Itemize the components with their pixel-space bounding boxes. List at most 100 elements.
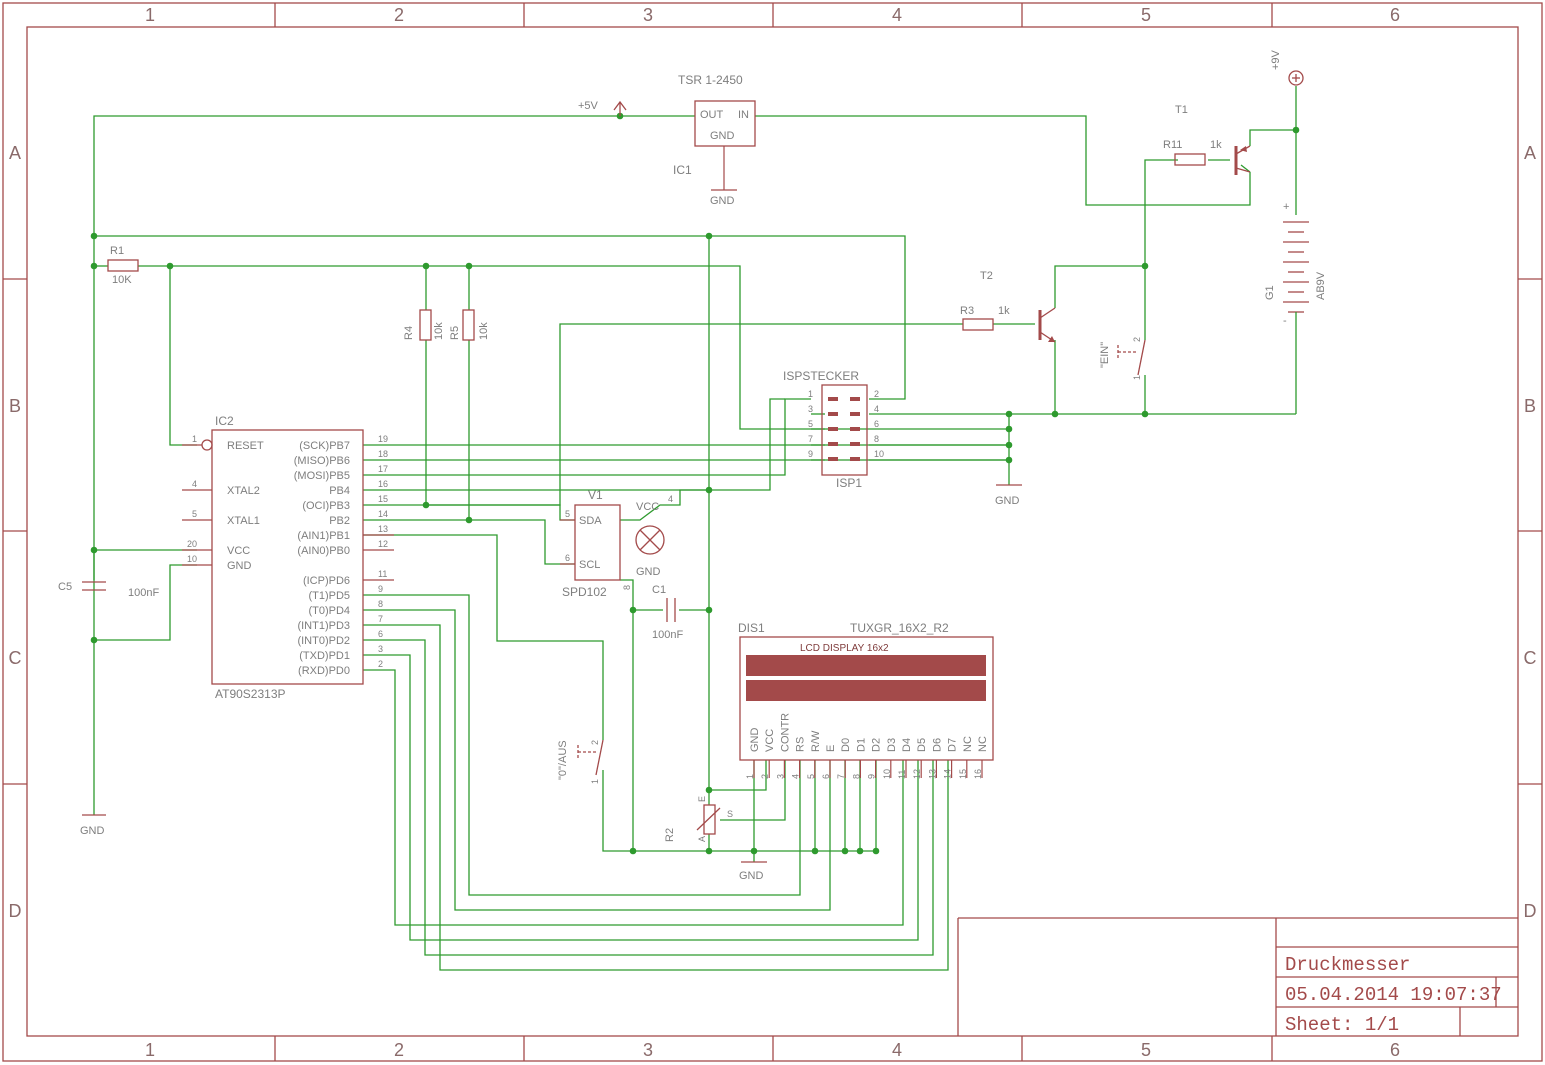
- svg-text:7: 7: [378, 614, 383, 624]
- svg-text:GND: GND: [80, 825, 105, 837]
- ic1-regulator: OUT IN GND TSR 1-2450 IC1 GND: [673, 73, 756, 207]
- svg-text:SDA: SDA: [579, 515, 602, 527]
- svg-text:R5: R5: [449, 326, 461, 340]
- svg-text:4: 4: [874, 404, 879, 414]
- svg-text:7: 7: [808, 434, 813, 444]
- r2-potentiometer: E S A R2 GND: [664, 796, 767, 882]
- lcd-pin-number: 5: [806, 774, 816, 779]
- svg-text:3: 3: [808, 404, 813, 414]
- svg-text:8: 8: [874, 434, 879, 444]
- svg-text:T2: T2: [980, 270, 993, 282]
- svg-text:3: 3: [378, 644, 383, 654]
- col-label: 5: [1141, 5, 1151, 25]
- t1-transistor: T1: [1175, 104, 1251, 175]
- svg-text:2: 2: [378, 659, 383, 669]
- svg-text:(INT1)PD3: (INT1)PD3: [297, 620, 350, 632]
- svg-text:13: 13: [378, 524, 388, 534]
- ic1-name: IC1: [673, 163, 692, 177]
- svg-text:GND: GND: [227, 560, 252, 572]
- lcd-row-2: [746, 680, 986, 701]
- drawing-title: Druckmesser: [1285, 954, 1410, 976]
- switch-aus: "0"/AUS 2 1: [557, 739, 604, 784]
- r5-resistor: R5 10k: [449, 309, 490, 341]
- lcd-pin-number: 3: [775, 774, 785, 779]
- r11-resistor: R11 1k: [1163, 139, 1222, 166]
- svg-text:11: 11: [378, 569, 387, 579]
- isp-value: ISPSTECKER: [783, 369, 859, 383]
- t2-transistor: T2: [980, 270, 1056, 343]
- lcd-pin-label: D6: [931, 738, 943, 752]
- svg-text:1k: 1k: [1210, 139, 1222, 151]
- svg-text:GND: GND: [710, 195, 735, 207]
- svg-text:6: 6: [565, 553, 570, 563]
- svg-text:"0"/AUS: "0"/AUS: [557, 740, 569, 780]
- svg-text:10: 10: [874, 449, 884, 459]
- lcd-pin-label: D4: [901, 738, 913, 752]
- lcd-pin-label: D2: [871, 738, 883, 752]
- col-label: 3: [643, 5, 653, 25]
- svg-text:4: 4: [668, 494, 673, 504]
- svg-text:G1: G1: [1264, 285, 1276, 300]
- svg-text:VCC: VCC: [636, 501, 659, 513]
- lcd-pin-label: NC: [962, 736, 974, 752]
- ic2-left-pins: 1 RESET 4 XTAL2 5 XTAL1 20 VCC 10 GND: [187, 434, 264, 572]
- lcd-pin-label: CONTR: [779, 713, 791, 752]
- ic2-name: IC2: [215, 414, 234, 428]
- svg-text:15: 15: [378, 494, 388, 504]
- column-labels-top: 1 2 3 4 5 6: [145, 5, 1400, 25]
- svg-text:A: A: [697, 836, 707, 842]
- svg-text:OUT: OUT: [700, 109, 724, 121]
- wires: [93, 86, 1297, 971]
- svg-text:"EIN": "EIN": [1099, 342, 1111, 368]
- svg-text:XTAL2: XTAL2: [227, 485, 260, 497]
- row-label: B: [9, 396, 21, 416]
- svg-text:5: 5: [565, 509, 570, 519]
- ic2-value: AT90S2313P: [215, 687, 286, 701]
- svg-text:6: 6: [378, 629, 383, 639]
- svg-text:16: 16: [378, 479, 388, 489]
- svg-text:1: 1: [192, 434, 197, 444]
- svg-text:LCD DISPLAY 16x2: LCD DISPLAY 16x2: [800, 643, 889, 654]
- svg-text:SCL: SCL: [579, 559, 600, 571]
- svg-text:AB9V: AB9V: [1315, 271, 1327, 300]
- row-labels-left: A B C D: [9, 143, 22, 921]
- svg-text:S: S: [727, 809, 733, 819]
- col-label: 6: [1390, 1040, 1400, 1060]
- column-labels-bottom: 1 2 3 4 5 6: [145, 1040, 1400, 1060]
- lcd-pin-label: RS: [795, 737, 807, 752]
- svg-text:(OCI)PB3: (OCI)PB3: [302, 500, 350, 512]
- svg-text:10k: 10k: [478, 322, 490, 340]
- col-label: 3: [643, 1040, 653, 1060]
- svg-text:10k: 10k: [433, 322, 445, 340]
- svg-text:T1: T1: [1175, 104, 1188, 116]
- svg-text:4: 4: [192, 479, 197, 489]
- lcd-pin-label: VCC: [764, 729, 776, 752]
- svg-text:1: 1: [808, 389, 813, 399]
- svg-text:GND: GND: [739, 870, 764, 882]
- svg-text:(MISO)PB6: (MISO)PB6: [294, 455, 350, 467]
- col-label: 2: [394, 1040, 404, 1060]
- svg-text:5: 5: [808, 419, 813, 429]
- col-label: 4: [892, 5, 902, 25]
- svg-text:RESET: RESET: [227, 440, 264, 452]
- svg-text:GND: GND: [636, 566, 661, 578]
- ic2-right-pins: (SCK)PB7 19 (MISO)PB6 18 (MOSI)PB5 17 PB…: [294, 434, 394, 677]
- v1-sensor: V1 SPD102 SDA SCL VCC GND 5 6 4 8: [560, 488, 673, 599]
- lcd-pin-label: D1: [855, 738, 867, 752]
- col-label: 1: [145, 1040, 155, 1060]
- lcd-pin-label: E: [825, 745, 837, 752]
- plus5v-supply: +5V: [578, 100, 627, 116]
- svg-text:1: 1: [1132, 375, 1142, 380]
- svg-text:(AIN0)PB0: (AIN0)PB0: [297, 545, 350, 557]
- row-label: D: [9, 901, 22, 921]
- plus9v-supply: +9V: [1270, 49, 1304, 86]
- lcd-name: DIS1: [738, 621, 765, 635]
- col-label: 4: [892, 1040, 902, 1060]
- lcd-pin-number: 9: [867, 774, 877, 779]
- svg-text:8: 8: [378, 599, 383, 609]
- row-label: A: [1524, 143, 1536, 163]
- lcd-pin-number: 4: [791, 774, 801, 779]
- lcd-pin-number: 8: [851, 774, 861, 779]
- svg-text:18: 18: [378, 449, 388, 459]
